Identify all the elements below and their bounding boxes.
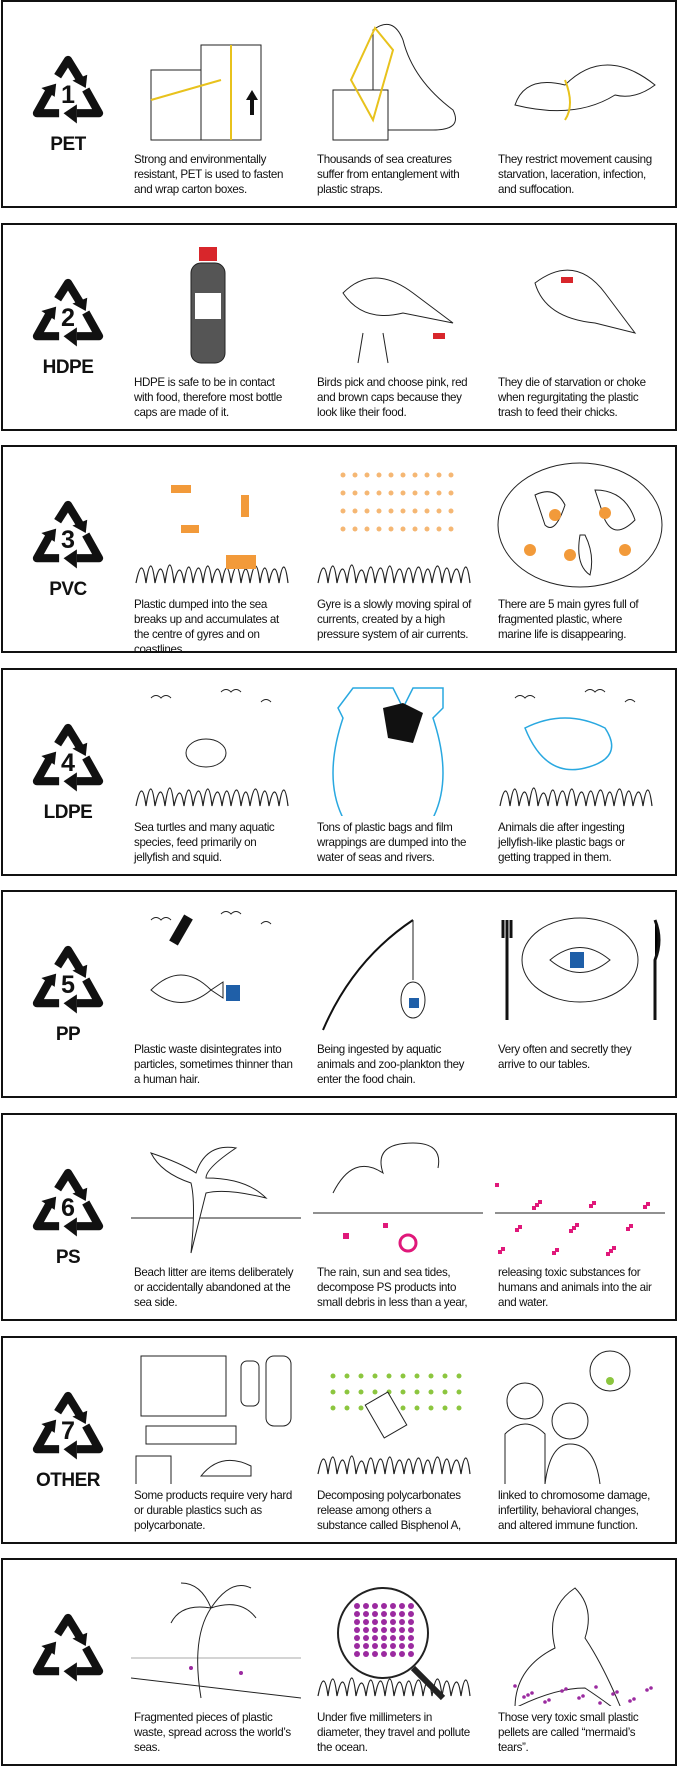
caption: There are 5 main gyres full of fragmente… [498, 598, 639, 642]
illustration [332, 687, 444, 816]
illustration [499, 688, 653, 806]
illustration [495, 1183, 665, 1256]
panel-ps: 6 PS Beach litter are items deliberately … [1, 1113, 677, 1321]
recycle-symbol-icon: 5 [31, 944, 105, 1018]
illustration [135, 688, 289, 806]
caption: Fragmented pieces of plastic waste, spre… [134, 1711, 291, 1755]
resin-code-label: PVC [49, 579, 87, 601]
caption: Gyre is a slowly moving spiral of curren… [317, 598, 472, 642]
recycle-symbol-icon: 3 [31, 499, 105, 573]
caption: Thousands of sea creatures suffer from e… [317, 153, 460, 196]
caption: Tons of plastic bags and film wrappings … [317, 820, 467, 864]
illustration [513, 1587, 653, 1707]
illustration [313, 1142, 483, 1253]
code-number: 6 [61, 1194, 75, 1222]
panel-microplastics: Fragmented pieces of plastic waste, spre… [1, 1558, 677, 1767]
code-number: 3 [61, 526, 75, 554]
panel-ldpe: 4 LDPE Sea turtles and many aquatic speci… [1, 667, 677, 876]
code-number: 1 [61, 81, 75, 109]
illustration [501, 917, 661, 1021]
illustration [332, 23, 456, 141]
illustration [131, 1146, 301, 1254]
caption: HDPE is safe to be in contact with food,… [134, 375, 282, 419]
illustration [317, 1373, 471, 1474]
panel-pet: 1 PET Strong and environmentally resistan… [1, 0, 677, 208]
caption: They die of starvation or choke when reg… [498, 375, 646, 419]
illustration [131, 1582, 301, 1699]
illustration [322, 919, 426, 1031]
caption: Beach litter are items deliberately or a… [134, 1266, 294, 1309]
illustration [135, 1355, 292, 1484]
panel-pvc: 3 PVC Plastic dumped into the sea breaks … [1, 445, 677, 656]
caption: Those very toxic small plastic pellets a… [498, 1711, 639, 1755]
illustration [342, 277, 454, 363]
panel-other: 7 OTHER Some products require very hard o… [1, 1335, 677, 1544]
resin-code-label: OTHER [36, 1469, 101, 1491]
illustration [514, 64, 656, 121]
illustration [534, 269, 637, 334]
caption: Birds pick and choose pink, red and brow… [317, 375, 468, 419]
code-number: 5 [61, 971, 75, 999]
recycle-symbol-icon: 1 [31, 54, 105, 128]
panel-pp: 5 PP Plastic waste disintegrates into par… [1, 890, 677, 1099]
recycle-symbol-icon: 4 [31, 722, 105, 796]
illustration [497, 462, 663, 588]
resin-code-label: PS [55, 1247, 81, 1268]
code-number: 4 [61, 749, 75, 777]
recycle-symbol-icon [31, 1612, 105, 1686]
illustration [150, 911, 272, 1004]
resin-code-label: HDPE [42, 356, 94, 378]
caption: They restrict movement causing starvatio… [498, 153, 652, 196]
caption: Some products require very hard or durab… [134, 1488, 292, 1532]
resin-code-label: LDPE [43, 801, 93, 823]
recycle-symbol-icon: 6 [31, 1167, 105, 1241]
illustration [190, 246, 226, 364]
panel-hdpe: 2 HDPE HDPE is safe to be in contact with… [1, 222, 677, 431]
caption: The rain, sun and sea tides, decompose P… [317, 1266, 468, 1309]
caption: Plastic dumped into the sea breaks up an… [134, 598, 279, 657]
illustration [150, 44, 262, 141]
resin-code-label: PET [50, 134, 86, 155]
caption: Plastic waste disintegrates into particl… [134, 1043, 293, 1087]
code-number: 2 [61, 303, 75, 331]
caption: Sea turtles and many aquatic species, fe… [134, 820, 275, 864]
illustration [317, 1587, 471, 1701]
resin-code-label: PP [55, 1024, 81, 1046]
caption: Being ingested by aquatic animals and zo… [317, 1043, 465, 1087]
caption: releasing toxic substances for humans an… [498, 1266, 652, 1309]
caption: Strong and environmentally resistant, PE… [134, 153, 284, 196]
recycle-symbol-icon: 7 [31, 1390, 105, 1464]
illustration [504, 1350, 631, 1484]
illustration [135, 485, 289, 584]
caption: Very often and secretly they arrive to o… [498, 1043, 632, 1072]
caption: Decomposing polycarbonates release among… [317, 1488, 461, 1532]
code-number: 7 [61, 1416, 75, 1444]
recycle-symbol-icon: 2 [31, 277, 105, 351]
illustration [317, 472, 471, 584]
caption: Under five millimeters in diameter, they… [317, 1711, 470, 1755]
caption: Animals die after ingesting jellyfish-li… [498, 820, 625, 864]
caption: linked to chromosome damage, infertility… [498, 1488, 650, 1532]
